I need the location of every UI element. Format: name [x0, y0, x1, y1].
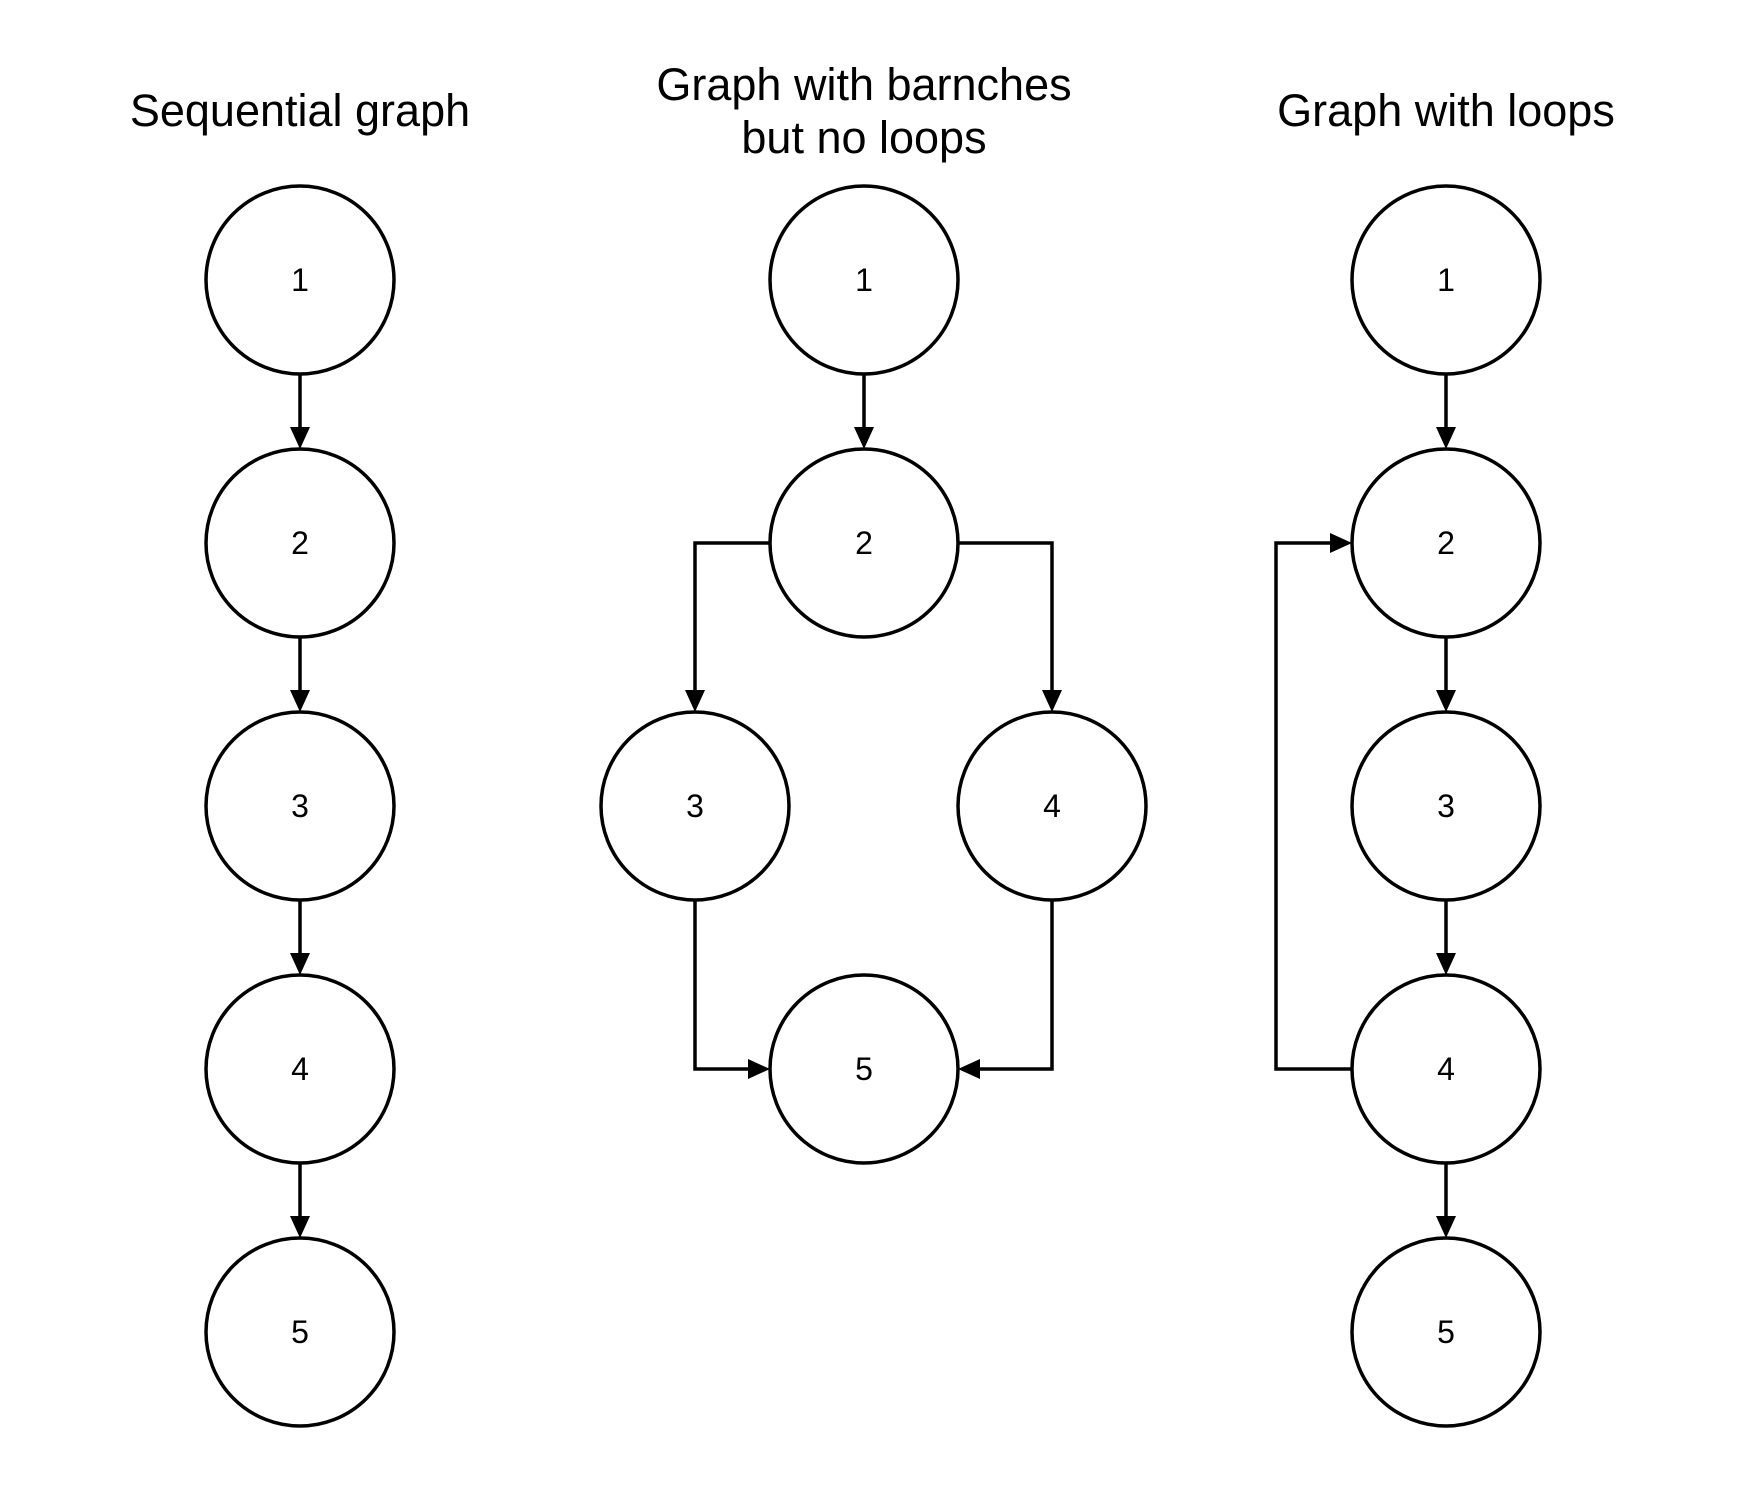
nodes-layer: 1 2 3 4 5 1 2 3 4 5 1 2 3 4 5 [204, 184, 1542, 1428]
edge-branches-b2-to-b3 [685, 541, 770, 712]
arrow-head [1330, 533, 1352, 553]
arrow-head [748, 1059, 770, 1079]
edge-branches-b3-to-b5 [693, 900, 770, 1079]
node-circle [1350, 973, 1542, 1165]
edge-sequential-s1-to-s2 [290, 374, 310, 449]
node-label: 3 [686, 788, 704, 824]
arrow-head [290, 690, 310, 712]
node-sequential-2: 2 [204, 447, 396, 639]
node-label: 5 [291, 1314, 309, 1350]
node-label: 4 [1043, 788, 1061, 824]
node-circle [1350, 1236, 1542, 1428]
node-sequential-4: 4 [204, 973, 396, 1165]
node-circle [204, 447, 396, 639]
edge-loops-l4-to-l5 [1436, 1163, 1456, 1238]
edge-sequential-s2-to-s3 [290, 637, 310, 712]
node-circle [956, 710, 1148, 902]
node-label: 5 [1437, 1314, 1455, 1350]
node-branches-2: 2 [768, 447, 960, 639]
node-label: 5 [855, 1051, 873, 1087]
edge-line [693, 900, 748, 1071]
node-branches-3: 3 [599, 710, 791, 902]
node-sequential-5: 5 [204, 1236, 396, 1428]
arrow-head [685, 690, 705, 712]
node-sequential-3: 3 [204, 710, 396, 902]
node-label: 2 [1437, 525, 1455, 561]
edge-branches-b4-to-b5 [958, 900, 1054, 1079]
node-circle [204, 973, 396, 1165]
node-loops-1: 1 [1350, 184, 1542, 376]
arrow-head [1436, 1216, 1456, 1238]
node-loops-2: 2 [1350, 447, 1542, 639]
node-circle [768, 973, 960, 1165]
node-circle [204, 1236, 396, 1428]
node-loops-4: 4 [1350, 973, 1542, 1165]
node-loops-3: 3 [1350, 710, 1542, 902]
edge-line [693, 541, 770, 690]
arrow-head [1436, 690, 1456, 712]
node-label: 4 [291, 1051, 309, 1087]
arrow-head [854, 427, 874, 449]
node-circle [768, 184, 960, 376]
node-label: 1 [291, 262, 309, 298]
arrow-head [290, 953, 310, 975]
node-label: 2 [855, 525, 873, 561]
node-circle [1350, 184, 1542, 376]
node-label: 1 [1437, 262, 1455, 298]
edge-sequential-s3-to-s4 [290, 900, 310, 975]
node-circle [204, 710, 396, 902]
node-branches-4: 4 [956, 710, 1148, 902]
node-circle [768, 447, 960, 639]
node-branches-1: 1 [768, 184, 960, 376]
graph-title-sequential: Sequential graph [130, 85, 470, 136]
node-label: 1 [855, 262, 873, 298]
arrow-head [1436, 427, 1456, 449]
arrow-head [1042, 690, 1062, 712]
edge-loops-l2-to-l3 [1436, 637, 1456, 712]
node-label: 4 [1437, 1051, 1455, 1087]
edge-loops-l4-to-l2 [1274, 533, 1352, 1071]
edge-sequential-s4-to-s5 [290, 1163, 310, 1238]
node-sequential-1: 1 [204, 184, 396, 376]
arrow-head [290, 427, 310, 449]
edge-line [980, 900, 1054, 1071]
graph-title-branches-line-1: Graph with barnches [656, 59, 1071, 110]
node-label: 2 [291, 525, 309, 561]
edge-branches-b1-to-b2 [854, 374, 874, 449]
edge-line [1274, 541, 1352, 1071]
node-circle [599, 710, 791, 902]
edges-layer [290, 374, 1456, 1238]
node-circle [1350, 447, 1542, 639]
arrow-head [1436, 953, 1456, 975]
graph-title-branches-line-2: but no loops [741, 112, 986, 163]
node-label: 3 [1437, 788, 1455, 824]
edge-branches-b2-to-b4 [958, 541, 1062, 712]
node-circle [204, 184, 396, 376]
node-circle [1350, 710, 1542, 902]
edge-line [958, 541, 1054, 690]
node-loops-5: 5 [1350, 1236, 1542, 1428]
arrow-head [958, 1059, 980, 1079]
arrow-head [290, 1216, 310, 1238]
edge-loops-l1-to-l2 [1436, 374, 1456, 449]
node-branches-5: 5 [768, 973, 960, 1165]
node-label: 3 [291, 788, 309, 824]
edge-loops-l3-to-l4 [1436, 900, 1456, 975]
graph-title-loops: Graph with loops [1277, 85, 1615, 136]
